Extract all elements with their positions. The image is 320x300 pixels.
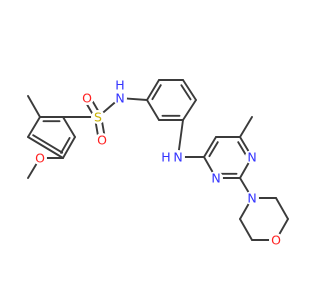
sulfonyl-oxygen-top-label-backdrop xyxy=(80,91,94,105)
benzene-inner-bond-1 xyxy=(151,84,162,101)
single-bond-b6-b1 xyxy=(146,99,160,121)
morpholine-oxygen-label: O xyxy=(271,233,281,248)
single-bond-mo1-mo2 xyxy=(275,197,289,220)
single-bond-a1-a2 xyxy=(62,136,76,159)
sulfur-label-backdrop xyxy=(91,110,105,124)
sulfonamide-nitrogen-label-backdrop xyxy=(113,91,127,105)
pyrimidine-nitrogen-top-label: N xyxy=(247,150,256,165)
single-bond-a5-a1 xyxy=(27,136,64,159)
amine-nitrogen-label-backdrop xyxy=(171,150,185,164)
aromatic-inner-bond-1 xyxy=(60,137,71,154)
methoxy-oxygen-label-backdrop xyxy=(33,151,47,165)
pyrimidine-inner-bond-1 xyxy=(208,141,219,158)
single-bond-p6-mPy xyxy=(239,116,253,138)
single-bond-b3-b4 xyxy=(182,79,197,101)
sulfonyl-oxygen-bottom-label: O xyxy=(97,133,107,148)
single-bond-a4-a5 xyxy=(27,116,41,138)
bond-layer xyxy=(27,79,289,241)
single-bond-b1-b2 xyxy=(146,79,160,101)
pyrimidine-nitrogen-bottom-label: N xyxy=(211,171,220,186)
amine-hydrogen-label-backdrop xyxy=(160,151,172,163)
sulfur-label: S xyxy=(94,110,102,125)
sulfonamide-hydrogen-label: H xyxy=(115,78,124,93)
sulfonamide-nitrogen-label: N xyxy=(115,91,124,106)
morpholine-oxygen-label-backdrop xyxy=(269,233,283,247)
morpholine-nitrogen-label: N xyxy=(247,191,256,206)
morpholine-nitrogen-label-backdrop xyxy=(245,191,259,205)
amine-hydrogen-label: H xyxy=(161,150,170,165)
methoxy-oxygen-label: O xyxy=(35,151,45,166)
single-bond-b4-b5 xyxy=(182,99,197,121)
single-bond-mo3-mo4 xyxy=(239,218,253,241)
sulfonyl-oxygen-top-label: O xyxy=(82,91,92,106)
single-bond-a4-mAr xyxy=(27,95,41,118)
pyrimidine-nitrogen-bottom-label-backdrop xyxy=(209,171,223,185)
pyrimidine-nitrogen-top-label-backdrop xyxy=(245,150,259,164)
benzene-inner-bond-2 xyxy=(180,84,192,101)
single-bond-p4-p5 xyxy=(203,136,217,158)
amine-nitrogen-label: N xyxy=(173,150,182,165)
sulfonyl-oxygen-bottom-label-backdrop xyxy=(95,133,109,147)
single-bond-a2-a3 xyxy=(62,116,76,138)
pyrimidine-inner-bond-2 xyxy=(237,141,248,158)
aromatic-inner-bond-3 xyxy=(32,134,64,154)
sulfonamide-hydrogen-label-backdrop xyxy=(114,79,126,91)
